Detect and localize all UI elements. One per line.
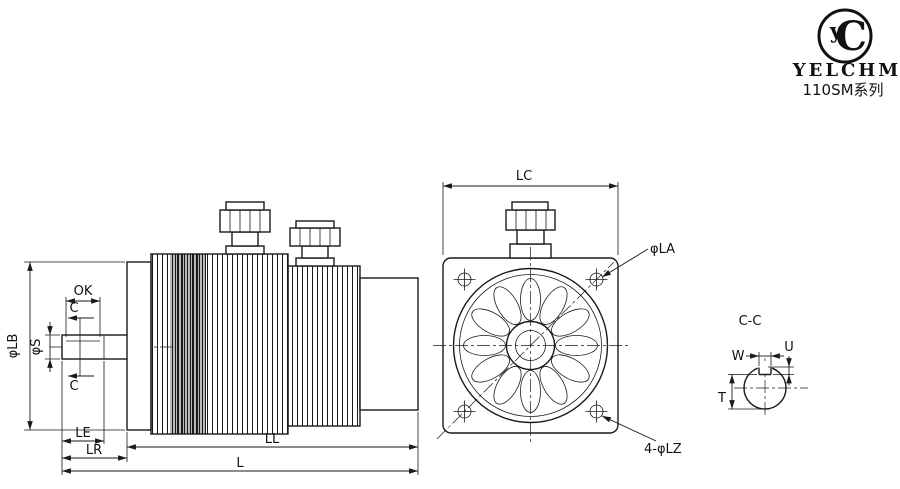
dim-label-lc: LC: [516, 169, 532, 184]
dim-label-u: U: [784, 340, 794, 355]
hub-circle: [505, 320, 556, 371]
section-dimensions: W U T: [717, 340, 794, 410]
dim-label-w: W: [732, 349, 745, 364]
power-connector: [219, 201, 271, 255]
logo-letter-main: C: [835, 13, 867, 60]
logo-circle-icon: [817, 8, 873, 64]
fan-petals: [463, 278, 598, 413]
flange-outer-circle: [452, 267, 609, 424]
dim-label-phi-lb: φLB: [6, 334, 21, 359]
section-title: C-C: [739, 314, 762, 329]
dim-label-l: L: [236, 456, 244, 471]
mounting-holes: [453, 268, 608, 423]
flange-inner-circle: [459, 274, 602, 417]
keyway-mask: [757, 361, 773, 375]
signal-connector: [289, 220, 341, 267]
section-cut-mark-bottom: C: [69, 379, 78, 394]
brand-name: YELCHM: [792, 60, 900, 81]
shaft-circle: [515, 330, 546, 361]
brand-series: 110SM系列: [802, 81, 883, 99]
body-dark-band: [170, 254, 206, 434]
motor-shaft: [50, 334, 172, 360]
dim-label-ok: OK: [74, 284, 93, 299]
front-view-dimensions: LC φLA 4-φLZ: [442, 169, 682, 457]
motor-rear-housing: [287, 265, 419, 427]
section-view: C-C W U T: [717, 314, 808, 416]
section-cut-mark-top: C: [69, 301, 78, 316]
dim-label-phi-la: φLA: [650, 242, 675, 257]
dim-label-ll: LL: [265, 432, 280, 447]
dim-label-t: T: [717, 391, 726, 406]
side-view: φLB φS OK C C LE LL: [6, 201, 419, 475]
side-view-dimensions: φLB φS OK C C LE LL: [6, 261, 419, 475]
motor-flange: [126, 261, 152, 431]
dim-label-phi-s: φS: [29, 339, 44, 356]
dim-label-le: LE: [75, 426, 90, 441]
dim-label-lr: LR: [86, 443, 102, 458]
brand-logo: C y YELCHM 110SM系列: [792, 8, 900, 99]
motor-body-ribbed: [150, 253, 289, 435]
front-view: LC φLA 4-φLZ: [433, 169, 682, 457]
dim-label-mounting-holes: 4-φLZ: [644, 442, 682, 457]
keyway-slot: [758, 367, 772, 376]
rear-end-cap: [359, 277, 419, 411]
logo-letter-small: y: [829, 18, 843, 43]
